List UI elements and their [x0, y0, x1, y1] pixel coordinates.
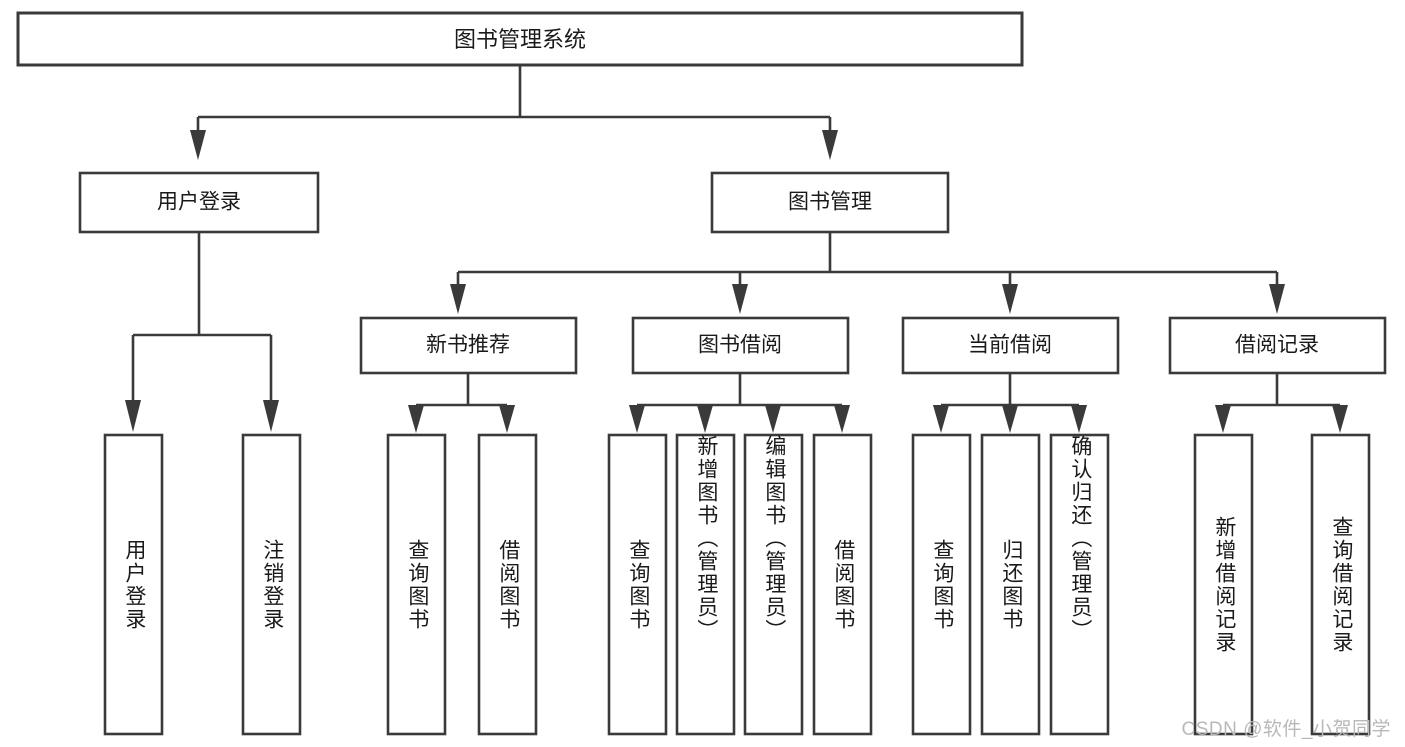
node-user-login[interactable]: 用户登录 — [78, 171, 320, 234]
leaf-user-login-rect[interactable] — [103, 433, 164, 736]
arrowhead-leaf-edit-book — [765, 405, 781, 433]
node-current-borrow[interactable]: 当前借阅 — [901, 316, 1120, 375]
arrowhead-leaf-query-book-current — [933, 405, 949, 433]
leaf-edit-book-rect[interactable] — [743, 433, 804, 736]
arrowhead-leaf-user-logout — [263, 400, 279, 432]
node-new-book-rec[interactable]: 新书推荐 — [359, 316, 578, 375]
leaf-query-record-rect[interactable] — [1310, 433, 1371, 736]
arrowhead-leaf-user-login — [125, 400, 141, 432]
node-new-book-rec-label: 新书推荐 — [426, 334, 510, 357]
edges-root-to-level2 — [190, 65, 838, 160]
node-root[interactable]: 图书管理系统 — [16, 11, 1024, 67]
arrowhead-book-borrow — [732, 284, 748, 314]
leaf-user-logout-rect[interactable] — [241, 433, 302, 736]
edges-borrow-record-to-leaves — [1215, 373, 1348, 433]
node-root-rect[interactable] — [16, 11, 1024, 67]
arrowhead-leaf-confirm-return — [1071, 405, 1087, 433]
node-current-borrow-rect[interactable] — [901, 316, 1120, 375]
arrowhead-new-book-rec — [450, 284, 466, 314]
node-current-borrow-label: 当前借阅 — [968, 334, 1052, 357]
leaf-borrow-book-rect[interactable] — [812, 433, 873, 736]
node-book-manage-rect[interactable] — [710, 171, 950, 234]
node-book-borrow-rect[interactable] — [631, 316, 850, 375]
edges-book-borrow-to-leaves — [629, 373, 850, 433]
edges-new-book-rec-to-leaves — [408, 373, 515, 433]
node-book-manage[interactable]: 图书管理 — [710, 171, 950, 234]
node-user-login-label: 用户登录 — [157, 191, 241, 214]
node-new-book-rec-rect[interactable] — [359, 316, 578, 375]
node-book-manage-label: 图书管理 — [788, 191, 872, 214]
csdn-watermark: CSDN @软件_小贺同学 — [1181, 719, 1391, 740]
leaf-borrow-book-rec-rect[interactable] — [477, 433, 538, 736]
arrowhead-leaf-query-book-borrow — [629, 405, 645, 433]
arrowhead-leaf-query-record — [1332, 405, 1348, 433]
leaf-return-book-rect[interactable] — [980, 433, 1041, 736]
arrowhead-leaf-add-book — [697, 405, 713, 433]
node-borrow-record-rect[interactable] — [1168, 316, 1387, 375]
arrowhead-borrow-record — [1269, 284, 1285, 314]
arrowhead-leaf-return-book — [1002, 405, 1018, 433]
edges-book-manage-to-level3 — [450, 232, 1285, 314]
arrowhead-leaf-add-record — [1215, 405, 1231, 433]
node-book-borrow-label: 图书借阅 — [698, 334, 782, 357]
node-borrow-record-label: 借阅记录 — [1235, 334, 1319, 357]
arrowhead-user-login — [190, 130, 206, 160]
leaf-confirm-return-rect[interactable] — [1049, 433, 1110, 736]
arrowhead-leaf-query-book-rec — [408, 405, 424, 433]
arrowhead-book-manage — [822, 130, 838, 160]
leaf-query-book-borrow-rect[interactable] — [607, 433, 668, 736]
node-root-label: 图书管理系统 — [454, 27, 586, 52]
arrowhead-current-borrow — [1002, 284, 1018, 314]
node-book-borrow[interactable]: 图书借阅 — [631, 316, 850, 375]
arrowhead-leaf-borrow-book — [834, 405, 850, 433]
node-borrow-record[interactable]: 借阅记录 — [1168, 316, 1387, 375]
leaf-query-book-current-rect[interactable] — [911, 433, 972, 736]
arrowhead-leaf-borrow-book-rec — [499, 405, 515, 433]
leaf-query-book-rec-rect[interactable] — [386, 433, 447, 736]
edges-user-login-to-leaves — [125, 232, 279, 432]
leaf-boxes — [103, 433, 1371, 736]
edges-current-borrow-to-leaves — [933, 373, 1087, 433]
leaf-add-record-rect[interactable] — [1193, 433, 1254, 736]
leaf-add-book-rect[interactable] — [675, 433, 736, 736]
